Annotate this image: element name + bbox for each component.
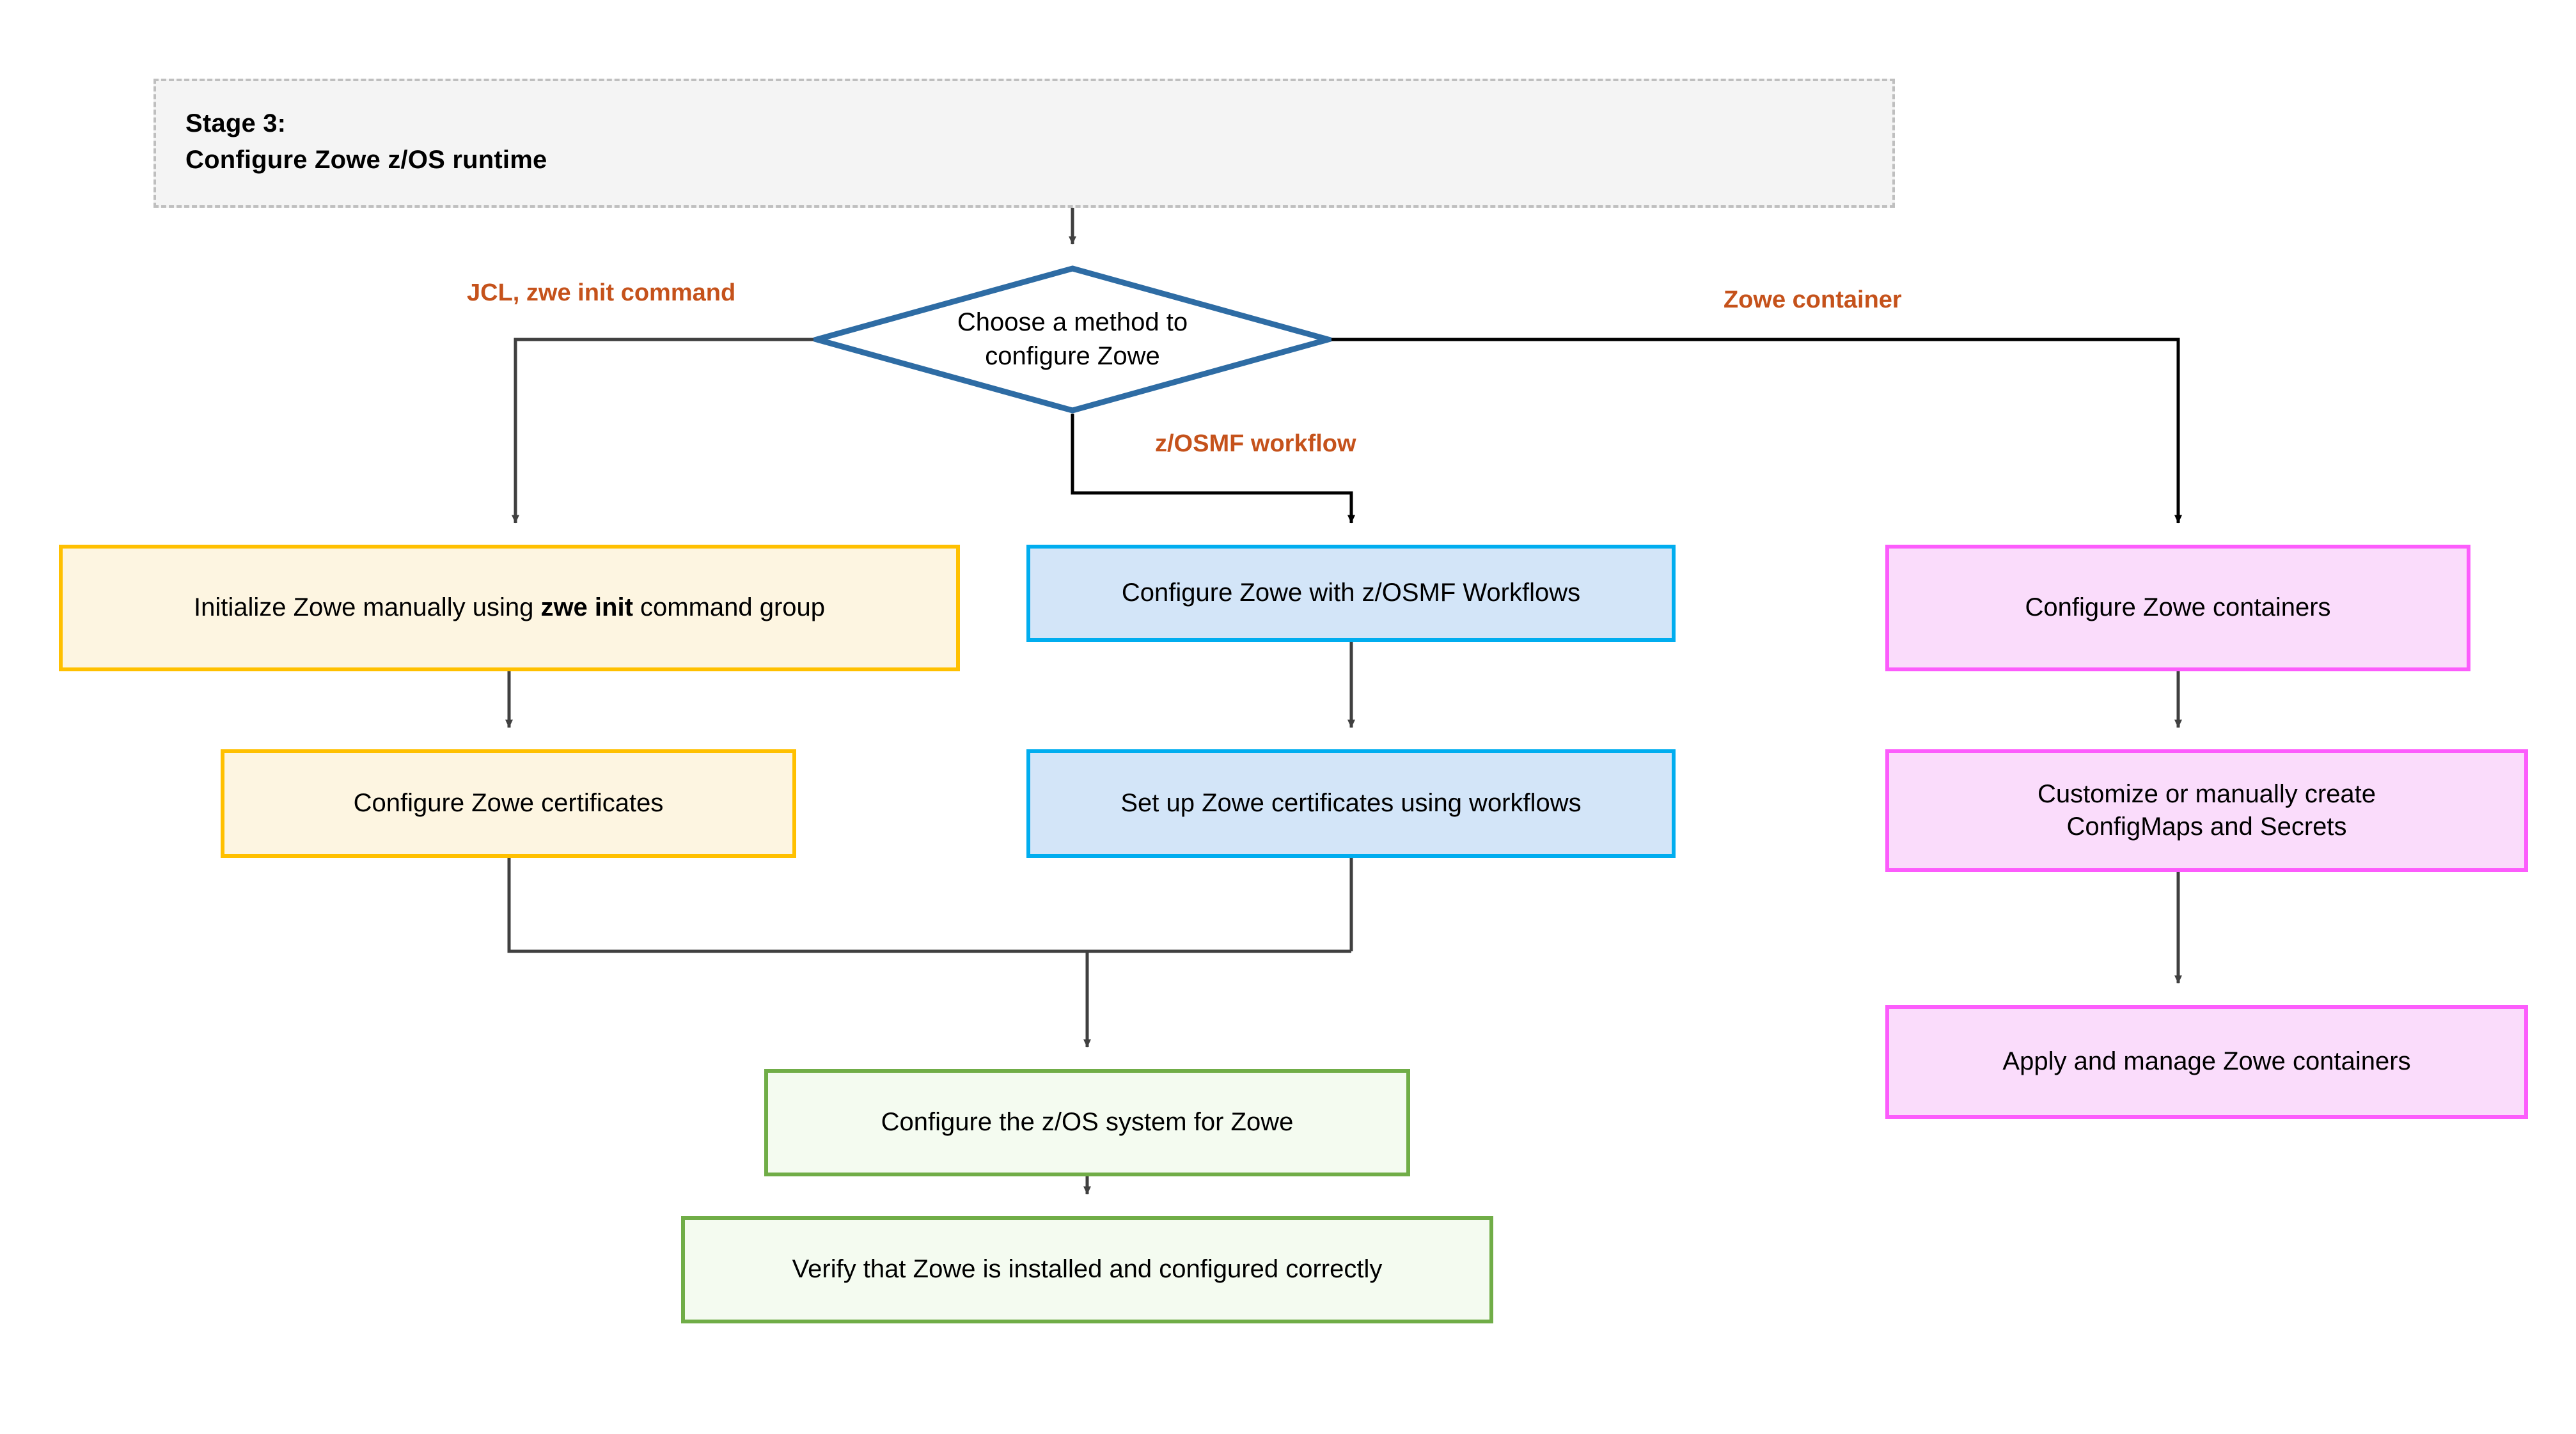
node-configure-zowe-with-zosmf-workflows[interactable]: Configure Zowe with z/OSMF Workflows <box>1026 545 1676 642</box>
diamond-shape-icon <box>813 265 1331 414</box>
node-apply-and-manage-zowe-containers[interactable]: Apply and manage Zowe containers <box>1885 1005 2528 1119</box>
node-label: Configure Zowe certificates <box>353 789 664 818</box>
node-label: Configure the z/OS system for Zowe <box>881 1108 1294 1137</box>
stage-header-container: Stage 3: Configure Zowe z/OS runtime <box>153 79 1895 208</box>
node-label-line-1: Customize or manually create <box>2037 779 2376 808</box>
stage-title-line-2: Configure Zowe z/OS runtime <box>185 145 547 174</box>
node-verify-zowe-installed-configured[interactable]: Verify that Zowe is installed and config… <box>681 1216 1493 1323</box>
node-setup-zowe-certificates-using-workflows[interactable]: Set up Zowe certificates using workflows <box>1026 749 1676 858</box>
decision-node-choose-method[interactable]: Choose a method to configure Zowe <box>813 265 1331 414</box>
node-initialize-zowe-manually[interactable]: Initialize Zowe manually using zwe init … <box>59 545 960 671</box>
node-label-part-2: command group <box>632 593 826 622</box>
node-label-bold: zwe init <box>540 593 633 622</box>
edge-decision-to-cnt-configure <box>1331 338 2182 524</box>
node-label: Verify that Zowe is installed and config… <box>792 1255 1383 1284</box>
node-label: Initialize Zowe manually using zwe init … <box>194 591 825 624</box>
edge-label-zosmf-workflow: z/OSMF workflow <box>1155 430 1356 457</box>
edge-label-zowe-container: Zowe container <box>1724 286 1902 313</box>
node-label: Set up Zowe certificates using workflows <box>1120 789 1582 818</box>
node-configure-zowe-certificates[interactable]: Configure Zowe certificates <box>221 749 796 858</box>
decision-label: Choose a method to configure Zowe <box>957 308 1188 370</box>
node-label: Apply and manage Zowe containers <box>2002 1047 2411 1076</box>
node-label-line-2: ConfigMaps and Secrets <box>2066 813 2347 841</box>
edge-label-jcl-zwe-init: JCL, zwe init command <box>467 279 736 306</box>
node-label: Configure Zowe with z/OSMF Workflows <box>1121 579 1581 607</box>
node-label: Customize or manually create ConfigMaps … <box>2038 778 2376 843</box>
edge-decision-to-init-manual <box>512 338 813 524</box>
node-label: Configure Zowe containers <box>2025 593 2331 622</box>
node-label-part-1: Initialize Zowe manually using <box>193 593 541 622</box>
edge-certs-manual-to-merge <box>507 858 1351 953</box>
stage-title-line-1: Stage 3: <box>185 109 287 137</box>
node-configure-zowe-containers[interactable]: Configure Zowe containers <box>1885 545 2470 671</box>
node-customize-configmaps-and-secrets[interactable]: Customize or manually create ConfigMaps … <box>1885 749 2528 872</box>
node-configure-zos-system-for-zowe[interactable]: Configure the z/OS system for Zowe <box>764 1069 1410 1176</box>
